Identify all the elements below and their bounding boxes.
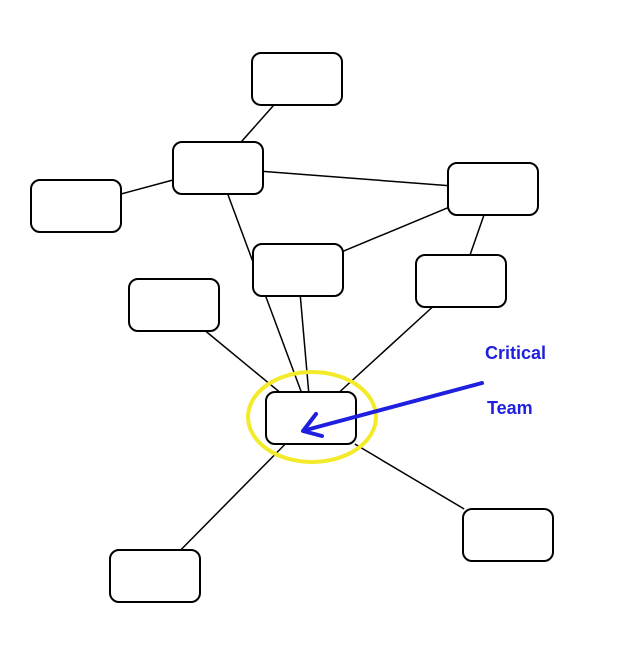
team-node-midright	[415, 254, 507, 308]
team-node-left	[30, 179, 122, 233]
edge-mid-critical	[299, 295, 310, 393]
nodes-layer	[30, 52, 554, 603]
edge-hub-left	[120, 179, 174, 195]
edge-hub-right	[262, 170, 449, 187]
team-node-mid	[252, 243, 344, 297]
team-node-bottomright	[462, 508, 554, 562]
critical-team-highlight-ring	[246, 370, 378, 464]
callout-label-team: Team	[487, 398, 533, 418]
edge-midright-critical	[338, 306, 434, 393]
callout-label-critical: Critical	[485, 343, 546, 363]
critical-team-pointer-arrow	[301, 381, 484, 438]
team-node-right	[447, 162, 539, 216]
edge-critical-bottomleft	[180, 443, 286, 551]
edge-critical-bottomright	[354, 443, 465, 510]
team-node-top	[251, 52, 343, 106]
edge-right-mid	[342, 207, 449, 252]
edge-top-hub	[240, 104, 275, 143]
edge-right-midright	[469, 214, 485, 256]
team-node-hub	[172, 141, 264, 195]
edge-upperleft-critical	[205, 330, 280, 393]
edges-layer	[120, 104, 485, 551]
team-node-upperleft	[128, 278, 220, 332]
team-node-bottomleft	[109, 549, 201, 603]
